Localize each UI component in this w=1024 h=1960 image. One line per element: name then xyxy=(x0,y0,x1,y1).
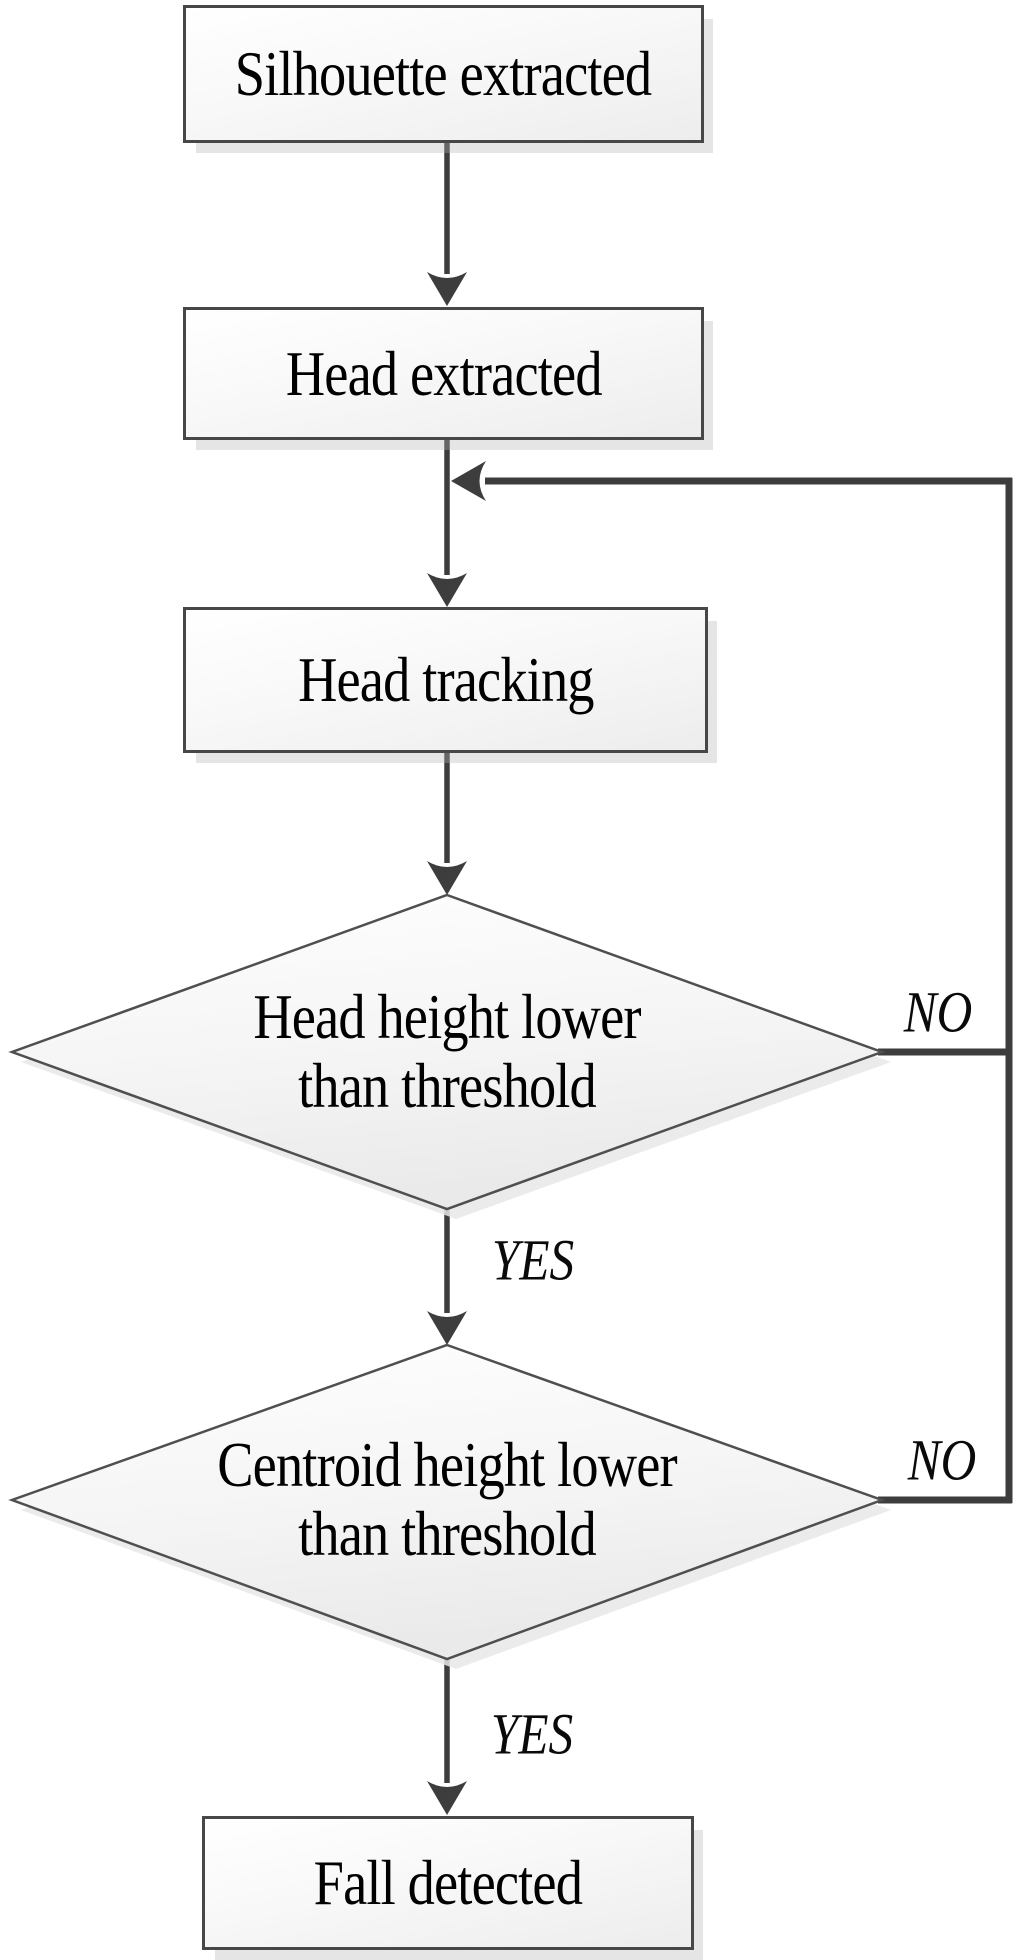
edge-head-height-yes xyxy=(427,1209,467,1345)
arrowhead-down-icon xyxy=(427,1311,467,1345)
node-label: Silhouette extracted xyxy=(235,38,652,109)
edge-head-extracted-to-head-tracking xyxy=(427,439,467,607)
arrowhead-down-icon xyxy=(427,272,467,306)
node-head-height-decision-shape xyxy=(8,893,891,1219)
edge-head-tracking-to-head-height xyxy=(427,752,467,895)
diamond-shape xyxy=(8,1343,886,1661)
node-label: Head tracking xyxy=(297,644,594,715)
edge-centroid-yes xyxy=(427,1659,467,1815)
node-centroid-height-decision-shape xyxy=(8,1343,891,1669)
node-centroid-height-decision-label: Centroid height lower than threshold xyxy=(217,1430,677,1568)
node-label: Fall detected xyxy=(313,1847,583,1918)
edge-label-yes-centroid: YES xyxy=(490,1701,574,1767)
node-head-height-decision-label: Head height lower than threshold xyxy=(253,980,641,1121)
decision-label-line1: Centroid height lower xyxy=(217,1428,677,1500)
edge-silhouette-to-head-extracted xyxy=(427,143,467,306)
arrowhead-down-icon xyxy=(427,861,467,895)
diamond-shape xyxy=(8,893,886,1211)
edge-label-no-centroid: NO xyxy=(907,1427,977,1493)
edge-no-feedback-loop xyxy=(451,461,1013,1504)
arrowhead-left-icon xyxy=(451,461,486,501)
decision-label-line2: than threshold xyxy=(298,1050,597,1121)
node-head-tracking: Head tracking xyxy=(183,607,708,753)
node-silhouette-extracted: Silhouette extracted xyxy=(183,5,704,143)
node-label: Head extracted xyxy=(285,337,603,409)
decision-label-line1: Head height lower xyxy=(253,980,641,1052)
node-fall-detected: Fall detected xyxy=(202,1816,694,1950)
node-head-extracted: Head extracted xyxy=(183,307,704,440)
arrowhead-down-icon xyxy=(427,1781,467,1815)
decision-label-line2: than threshold xyxy=(298,1498,597,1569)
edge-label-yes-head-height: YES xyxy=(491,1227,575,1293)
arrowhead-down-icon xyxy=(427,573,467,607)
edge-label-no-head-height: NO xyxy=(903,979,973,1045)
